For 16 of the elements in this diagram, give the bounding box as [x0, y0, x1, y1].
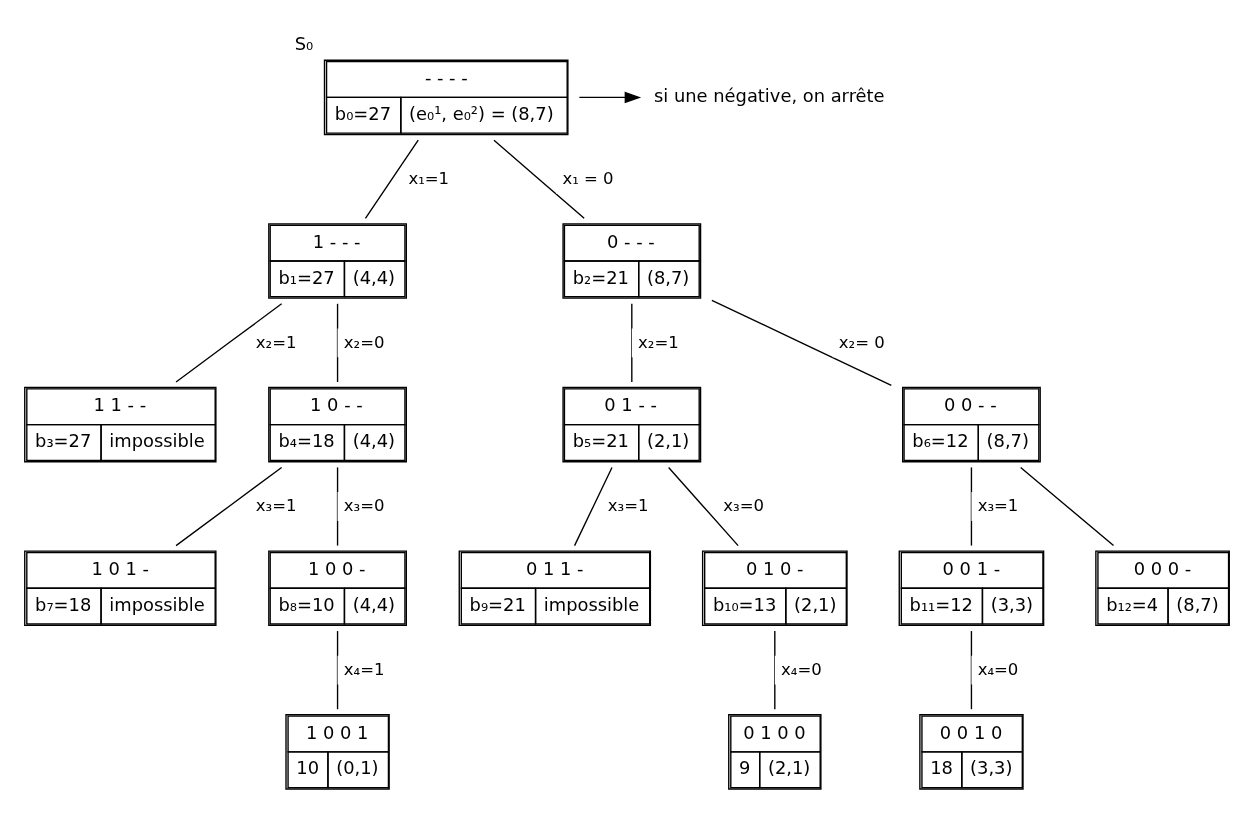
edge-label: x₂=0 — [343, 332, 385, 352]
edge-label: x₄=0 — [781, 659, 822, 679]
edge-label: x₃=0 — [343, 495, 385, 515]
edge-label: x₃=0 — [723, 495, 764, 515]
edge-label: x₄=1 — [343, 659, 385, 679]
edge-label: x₃=1 — [977, 495, 1019, 515]
edge-label: x₁ = 0 — [562, 168, 614, 188]
node-text: si une négative, on arrête — [654, 84, 885, 106]
edge-label: x₃=1 — [607, 495, 649, 515]
edge-label: x₁=1 — [408, 168, 450, 188]
node-label: S₀ — [294, 32, 314, 54]
edge-label: x₃=1 — [255, 495, 297, 515]
edge-label: x₂=1 — [638, 332, 679, 352]
edge-label: x₂= 0 — [838, 332, 885, 352]
edge-label: x₂=1 — [255, 332, 297, 352]
edge-label: x₄=0 — [977, 659, 1019, 679]
